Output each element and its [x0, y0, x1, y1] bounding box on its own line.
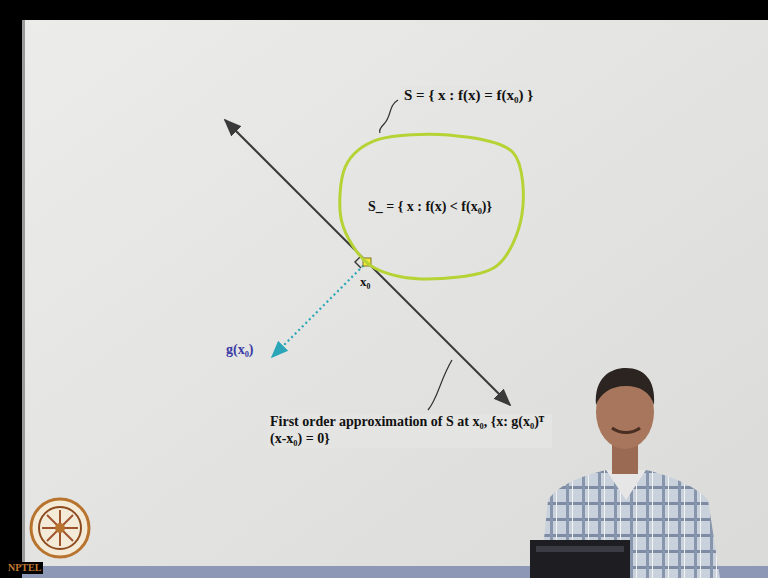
- gradient-arrow: [272, 262, 367, 357]
- region-label: S_ = { x : f(x) < f(x₀)}: [368, 199, 492, 215]
- leader-line: [428, 360, 452, 410]
- point-label: x₀: [358, 274, 372, 290]
- logo-wordmark: NPTEL: [6, 562, 43, 574]
- presenter-figure: [530, 368, 720, 578]
- level-set-curve: [340, 134, 524, 279]
- slide-edge: [22, 20, 25, 578]
- approximation-note: First order approximation of S at x₀, {x…: [268, 414, 552, 448]
- leader-line: [380, 100, 398, 133]
- nptel-logo: [31, 499, 89, 557]
- level-set-region: S_ = { x : f(x) < f(x₀)}: [335, 132, 525, 282]
- gradient-label: g(x₀): [224, 342, 256, 359]
- set-definition: S = { x : f(x) = f(x₀) }: [402, 86, 535, 104]
- slide-ground: [22, 20, 768, 578]
